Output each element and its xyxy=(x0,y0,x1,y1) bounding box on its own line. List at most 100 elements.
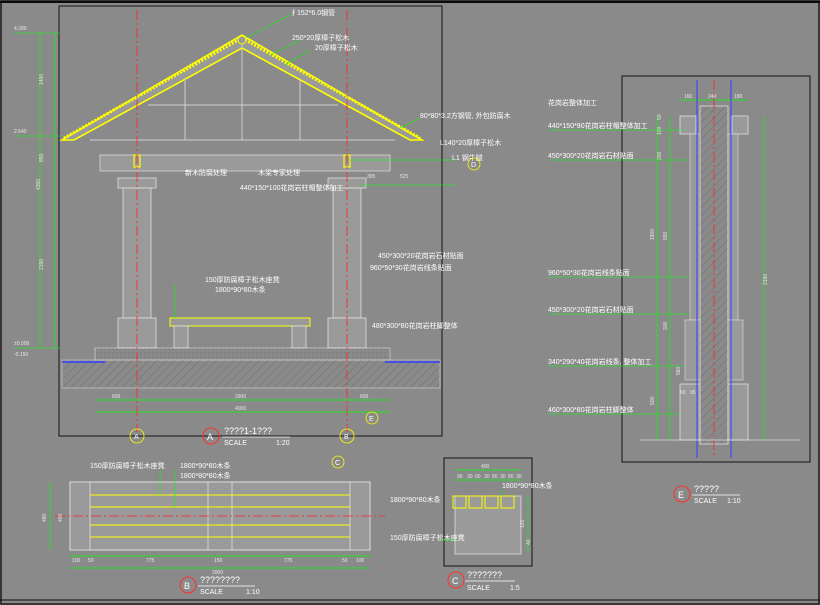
axis-bubble-b xyxy=(339,428,355,444)
detail-e-vdim-2190: 2190 xyxy=(763,274,769,285)
plan-b-bdim-150: 150 xyxy=(214,558,223,564)
bench-leg-right xyxy=(291,325,307,349)
plan-b-title: ???????? xyxy=(200,575,240,585)
detail-e-vdim-580: 580 xyxy=(676,366,682,375)
callout-cap: 440*150*100花岗岩柱帽整体加工 xyxy=(240,183,344,192)
detail-e-vdim-100: 100 xyxy=(657,126,663,135)
callout-wood-20: 20厚樟子松木 xyxy=(315,43,358,52)
leader-tile-1 xyxy=(269,39,301,56)
callout-wood-250: 250*20厚樟子松木 xyxy=(292,33,349,42)
plan-b-bdim-2000: 2000 xyxy=(212,570,223,576)
roof-tile-line xyxy=(63,36,243,140)
detail-e-cap-left xyxy=(679,115,697,135)
section-c-title-circle xyxy=(447,571,465,589)
detail-e-title-circle xyxy=(673,485,691,503)
section-c-callout-seat: 150厚防腐樟子松木座凳 xyxy=(390,533,465,542)
callout-square-tube: 80*80*3.2方钢管, 外包防腐木 xyxy=(420,111,511,120)
section-c-tdim-row-8: 30 xyxy=(516,474,522,480)
plan-b-scale-value: 1:10 xyxy=(246,589,260,596)
level-0150: -0.150 xyxy=(14,352,28,358)
detail-e-tdim-240: 240 xyxy=(708,94,717,100)
section-mark-e-label: E xyxy=(369,416,374,423)
callout-wood-strip: 1800*90*80木条 xyxy=(215,285,266,294)
detail-tag-d-label: D xyxy=(471,162,476,169)
detail-e-vdim-1900: 1900 xyxy=(650,229,656,240)
section-c-tdim-row-6: 30 xyxy=(500,474,506,480)
rdim-395: 395 xyxy=(367,174,376,180)
section-c-slat-4 xyxy=(500,495,515,509)
detail-e-callout-base: 460*300*80花岗岩柱脚整体 xyxy=(548,405,634,414)
section-mark-e xyxy=(365,411,379,425)
plan-b-callout-strip-2: 1800*80*80木条 xyxy=(180,471,231,480)
section-c-tdim-row-5: 80 xyxy=(492,474,498,480)
bdim-600-right: 600 xyxy=(360,394,369,400)
detail-e-scale-label: SCALE xyxy=(694,498,717,505)
section-c-scale-label: SCALE xyxy=(467,585,490,592)
detail-e-molding-left xyxy=(684,319,701,381)
title-circle-a-label: A xyxy=(207,432,213,442)
plan-b-bdim-775-l: 775 xyxy=(146,558,155,564)
section-c-callout-strip-1: 1800*90*80木条 xyxy=(502,481,553,490)
leader-steel-pipe xyxy=(245,14,291,39)
section-c-rdim-120: 120 xyxy=(520,519,526,528)
detail-e-title-circle-label: E xyxy=(678,490,684,500)
detail-e-border xyxy=(621,75,811,463)
elevation-a-scale-value: 1:20 xyxy=(276,440,290,447)
platform-slab xyxy=(94,347,391,361)
plan-b-scale-label: SCALE xyxy=(200,589,223,596)
section-c-tdim-row-3: 90 xyxy=(475,474,481,480)
detail-e-vdim-300: 300 xyxy=(663,321,669,330)
section-c-slat-3 xyxy=(484,495,499,509)
section-c-tdim-400: 400 xyxy=(481,464,490,470)
elevation-a-scale-label: SCALE xyxy=(224,440,247,447)
callout-wood-treat-left: 新木防腐处理 xyxy=(185,168,227,177)
roof-gable xyxy=(59,34,425,141)
plan-b-tag-c-label: C xyxy=(335,460,340,467)
vdim-850: 850 xyxy=(39,153,45,162)
elevation-a-title: ????1-1??? xyxy=(224,426,272,436)
bdim-2900: 2900 xyxy=(235,394,246,400)
detail-e-vdim-950: 950 xyxy=(663,231,669,240)
detail-e-tdim-160: 160 xyxy=(684,94,693,100)
plan-b-title-circle xyxy=(179,576,197,594)
elevation-a: 4.280 2.640 ±0.000 -0.150 1400 850 4350 … xyxy=(14,5,511,447)
roof-tile-line-right xyxy=(241,36,421,140)
foundation-gravel xyxy=(61,359,441,389)
plan-b-bdim-100-l: 100 xyxy=(72,558,81,564)
detail-e: 160 240 180 50 100 200 1900 950 2190 300… xyxy=(548,75,811,505)
bench-leg-left xyxy=(173,325,189,349)
ridge-pipe xyxy=(237,35,247,45)
section-c: 400 90 30 90 30 80 30 80 30 1800*90*80木条… xyxy=(390,457,553,592)
callout-l140: L140*20厚樟子松木 xyxy=(440,138,501,147)
level-0000: ±0.000 xyxy=(14,341,29,347)
title-circle-a xyxy=(202,427,220,445)
detail-e-title: ????? xyxy=(694,484,719,494)
rdim-525: 525 xyxy=(400,174,409,180)
detail-e-vdim-95: 95 xyxy=(690,390,696,396)
section-c-body xyxy=(454,495,522,555)
callout-column-base: 480*300*80花岗岩柱脚整体 xyxy=(372,321,458,330)
section-c-title-circle-label: C xyxy=(452,576,459,586)
section-c-tdim-row: 90 xyxy=(457,474,463,480)
detail-e-vdim-500: 500 xyxy=(650,396,656,405)
elevation-a-border xyxy=(58,5,443,437)
vdim-1400: 1400 xyxy=(39,74,45,85)
callout-granite-veneer: 450*300*20花岗岩石材贴面 xyxy=(378,251,464,260)
plan-b-bdim-100-r: 100 xyxy=(356,558,365,564)
bdim-4000: 4000 xyxy=(235,406,246,412)
callout-granite-line: 960*50*30花岗岩线条贴面 xyxy=(370,263,452,272)
detail-e-veneer-left xyxy=(689,133,701,321)
leader-tile-2 xyxy=(284,49,311,66)
detail-e-molding-right xyxy=(727,319,744,381)
detail-e-callout-molding: 340*290*40花岗岩线条, 整体加工 xyxy=(548,357,651,366)
section-c-title: ??????? xyxy=(467,570,502,580)
section-c-slat-1 xyxy=(452,495,467,509)
detail-e-vdim-50: 50 xyxy=(657,114,663,120)
section-c-scale-value: 1:5 xyxy=(510,585,520,592)
plan-b-bdim-775-r: 775 xyxy=(284,558,293,564)
detail-e-callout-veneer-2: 450*300*20花岗岩石材贴面 xyxy=(548,305,634,314)
vdim-4350: 4350 xyxy=(36,179,42,190)
section-c-callout-strip-2: 1800*90*80木条 xyxy=(390,495,441,504)
detail-e-callout-veneer-1: 450*300*20花岗岩石材贴面 xyxy=(548,151,634,160)
